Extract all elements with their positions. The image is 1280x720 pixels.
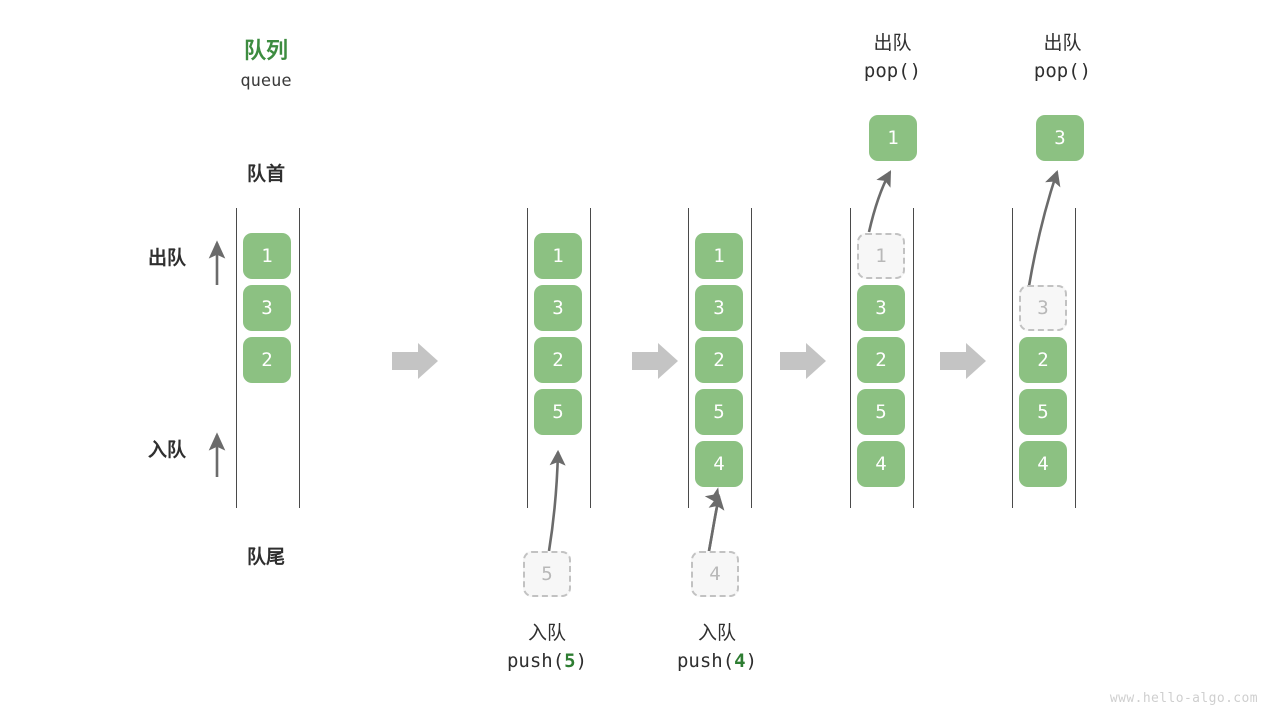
queue-cell: 1: [243, 233, 291, 279]
queue-cell: 2: [695, 337, 743, 383]
rail-right: [299, 208, 300, 508]
enqueue-label: 入队: [148, 440, 187, 461]
queue-rear-label: 队尾: [246, 547, 285, 568]
operation-signature: push(4): [617, 648, 817, 676]
queue-cell: 5: [534, 389, 582, 435]
operation-signature: push(5): [447, 648, 647, 676]
queue-cell: 3: [857, 285, 905, 331]
queue-cell: 1: [695, 233, 743, 279]
step-arrow-3: [780, 343, 826, 379]
rail-left: [850, 208, 851, 508]
rail-right: [913, 208, 914, 508]
page-title: 队列: [243, 38, 288, 63]
rail-right: [751, 208, 752, 508]
rail-left: [1012, 208, 1013, 508]
step-arrow-2: [632, 343, 678, 379]
step-arrow-1: [392, 343, 438, 379]
queue-cell-ghost: 1: [857, 233, 905, 279]
popped-value-cell: 3: [1036, 115, 1084, 161]
queue-cell: 1: [534, 233, 582, 279]
operation-name: 入队: [697, 623, 736, 644]
queue-cell: 3: [695, 285, 743, 331]
operation-fn: push(: [676, 649, 735, 672]
operation-caption-pop-1: 出队 pop(): [805, 30, 980, 85]
queue-cell: 2: [243, 337, 291, 383]
rail-left: [527, 208, 528, 508]
operation-name: 入队: [527, 623, 566, 644]
queue-cell: 2: [1019, 337, 1067, 383]
queue-cell: 5: [857, 389, 905, 435]
push-5-arrow: [547, 449, 566, 552]
pop-3-arrow: [1027, 170, 1061, 287]
operation-caption-push-4: 入队 push(4): [617, 620, 817, 675]
operation-name: 出队: [1043, 33, 1082, 54]
incoming-value-cell: 4: [691, 551, 739, 597]
operation-fn: pop(: [863, 59, 910, 82]
push-4-arrow: [704, 487, 725, 552]
queue-cell: 2: [534, 337, 582, 383]
pop-1-arrow: [867, 170, 892, 233]
operation-caption-pop-3: 出队 pop(): [975, 30, 1150, 85]
rail-left: [688, 208, 689, 508]
operation-fn: push(: [506, 649, 565, 672]
operation-signature: pop(): [975, 58, 1150, 86]
operation-name: 出队: [873, 33, 912, 54]
operation-arg: 4: [734, 649, 746, 672]
queue-cell: 4: [857, 441, 905, 487]
operation-fn: pop(: [1033, 59, 1080, 82]
queue-cell: 3: [243, 285, 291, 331]
watermark: www.hello-algo.com: [1109, 691, 1258, 706]
queue-cell: 4: [1019, 441, 1067, 487]
rail-right: [590, 208, 591, 508]
operation-close: ): [1079, 59, 1092, 82]
queue-cell-ghost: 3: [1019, 285, 1067, 331]
queue-cell: 5: [1019, 389, 1067, 435]
rail-right: [1075, 208, 1076, 508]
dequeue-label: 出队: [148, 248, 187, 269]
popped-value-cell: 1: [869, 115, 917, 161]
rail-left: [236, 208, 237, 508]
operation-close: ): [745, 649, 758, 672]
queue-cell: 2: [857, 337, 905, 383]
step-arrow-4: [940, 343, 986, 379]
operation-signature: pop(): [805, 58, 980, 86]
page-subtitle: queue: [240, 71, 292, 91]
queue-cell: 3: [534, 285, 582, 331]
operation-close: ): [575, 649, 588, 672]
operation-close: ): [909, 59, 922, 82]
operation-arg: 5: [564, 649, 576, 672]
queue-front-label: 队首: [246, 164, 285, 185]
queue-cell: 5: [695, 389, 743, 435]
operation-caption-push-5: 入队 push(5): [447, 620, 647, 675]
queue-cell: 4: [695, 441, 743, 487]
incoming-value-cell: 5: [523, 551, 571, 597]
